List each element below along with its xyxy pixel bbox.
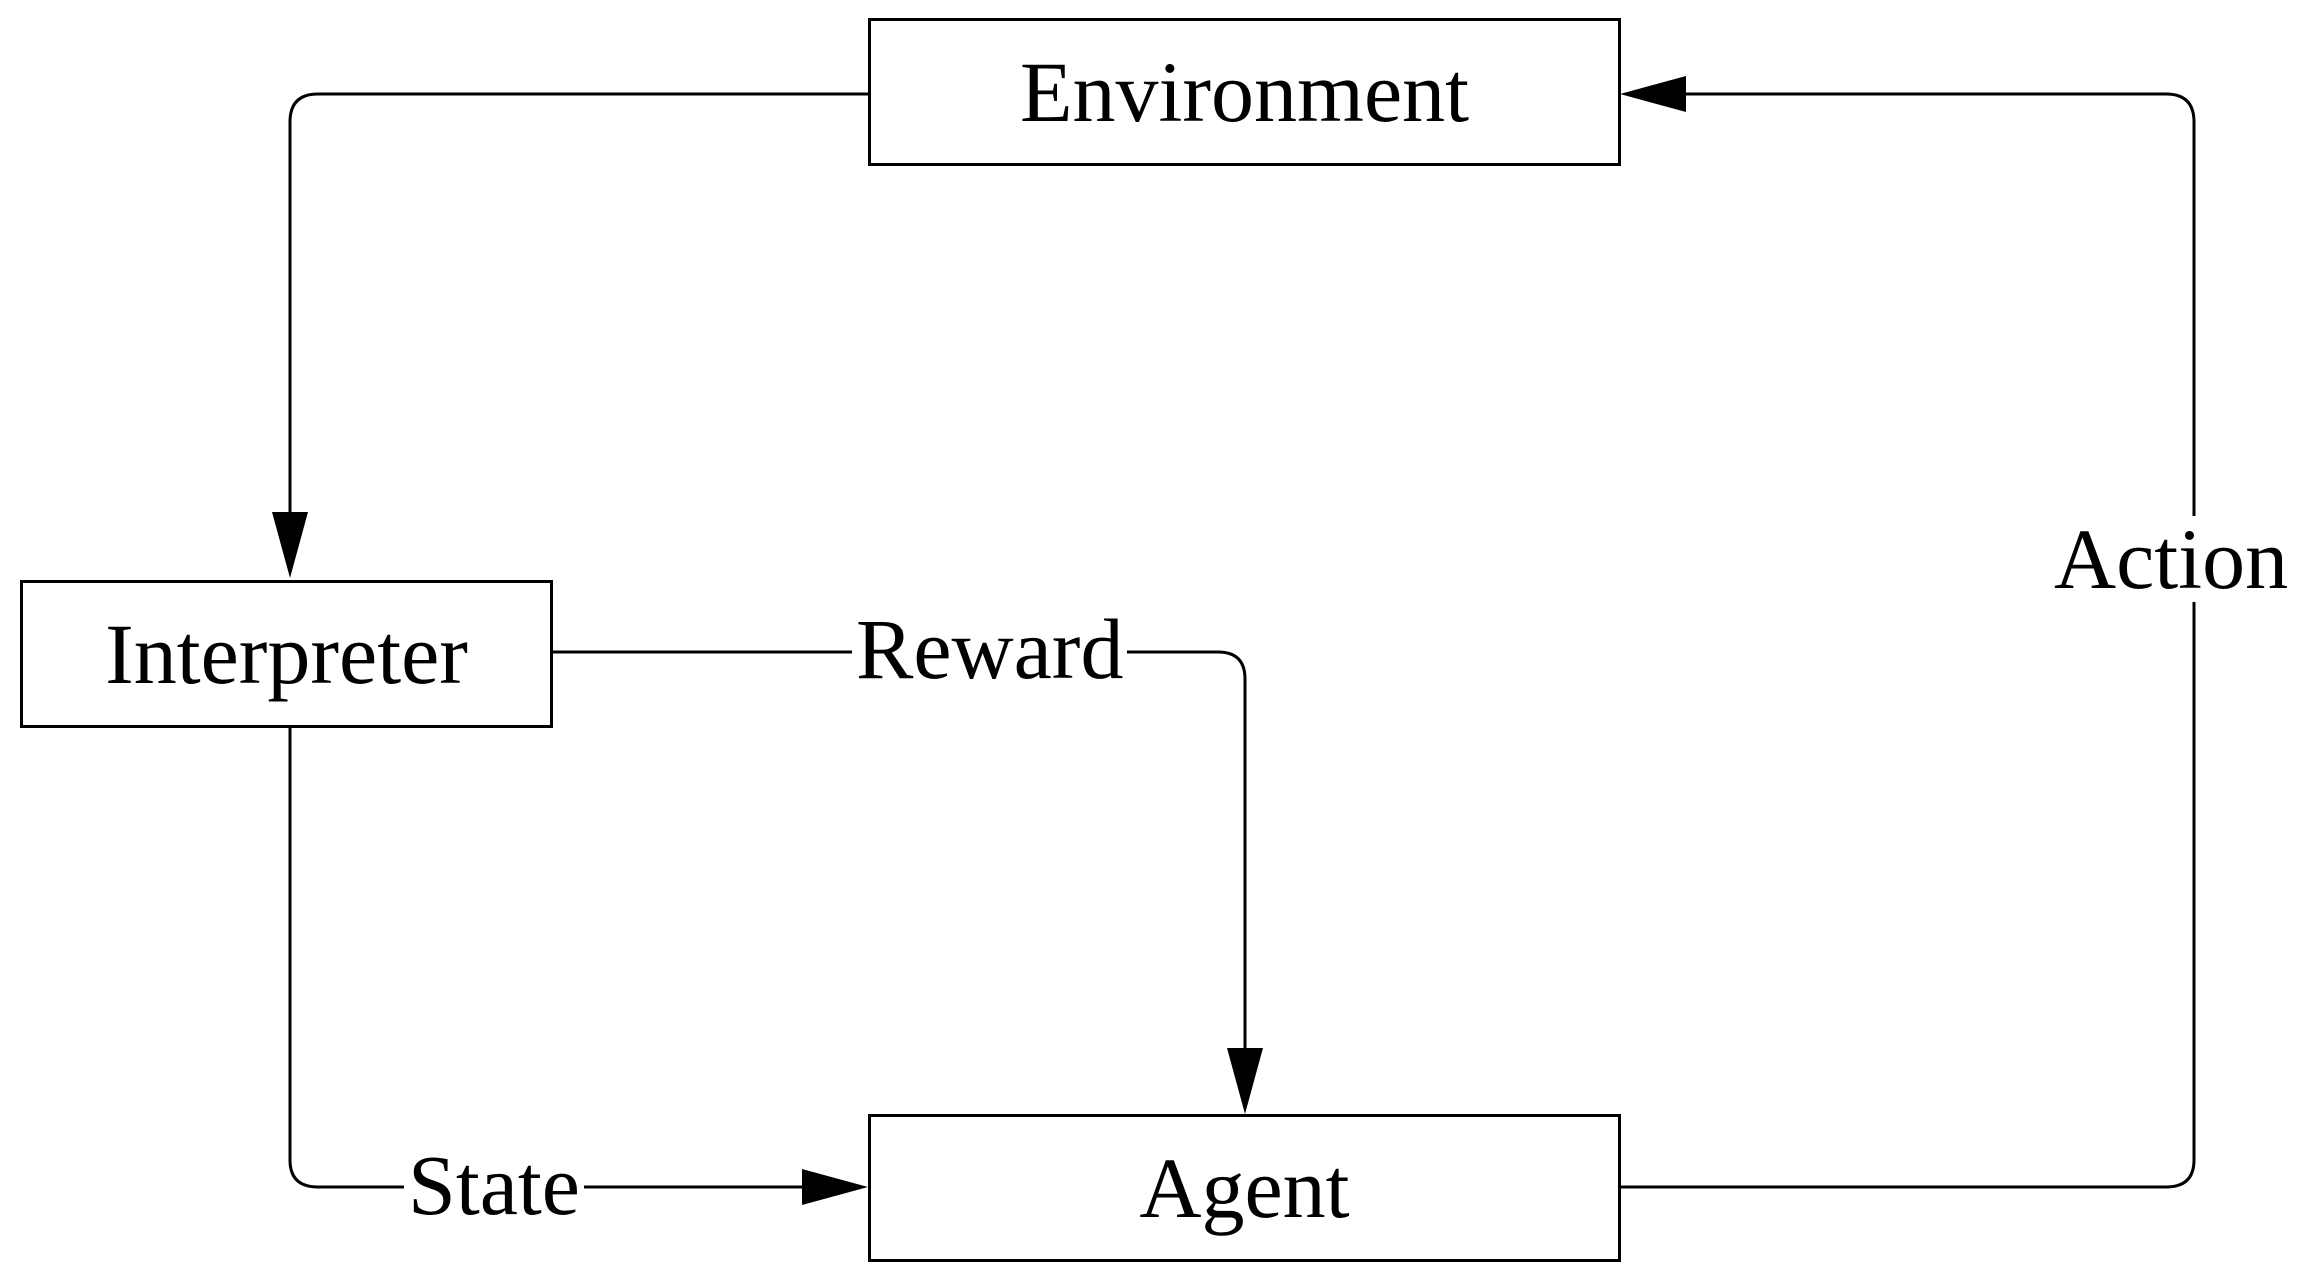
edge-environment-to-interpreter: [288, 92, 868, 530]
environment-node: Environment: [868, 18, 1621, 166]
reward-edge-label: Reward: [852, 606, 1128, 692]
edge-action-to-environment: [1620, 92, 2196, 1189]
state-edge-label: State: [404, 1142, 584, 1228]
arrowhead-interpreter-icon: [272, 512, 308, 578]
environment-label: Environment: [1019, 44, 1470, 140]
arrowhead-agent-left-icon: [802, 1169, 868, 1205]
action-edge-label: Action: [2050, 516, 2293, 602]
arrowhead-environment-icon: [1620, 76, 1686, 112]
agent-label: Agent: [1139, 1140, 1350, 1236]
interpreter-node: Interpreter: [20, 580, 553, 728]
agent-node: Agent: [868, 1114, 1621, 1262]
edge-reward-to-agent: [553, 650, 1247, 1066]
edge-state-to-agent: [288, 728, 820, 1189]
interpreter-label: Interpreter: [105, 606, 468, 702]
arrowhead-agent-top-icon: [1227, 1048, 1263, 1114]
